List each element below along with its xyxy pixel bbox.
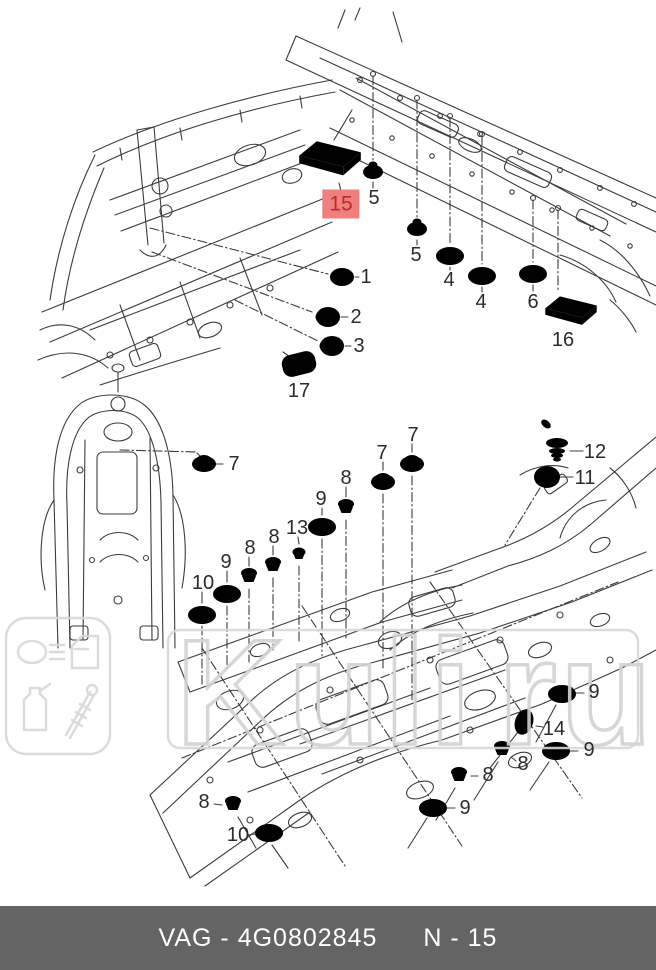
callout-7: 7 [407, 424, 419, 446]
watermark-icon-box [4, 616, 112, 756]
callout-8: 8 [244, 537, 256, 559]
leader-lines [201, 75, 585, 869]
catalog-code: VAG - 4G0802845 [158, 923, 378, 952]
callout-10: 10 [191, 572, 215, 594]
callout-8: 8 [268, 526, 280, 548]
callout-8: 8 [482, 764, 494, 786]
callout-7: 7 [376, 442, 388, 464]
callout-4: 4 [443, 269, 455, 291]
callout-5: 5 [368, 187, 380, 209]
diagram-canvas: Kuli ru [4, 7, 656, 887]
callout-15: 15 [322, 189, 360, 219]
callout-9: 9 [459, 797, 471, 819]
shock-absorber-icon [64, 690, 96, 740]
callout-10: 10 [226, 824, 250, 846]
watermark-text-frame [166, 628, 640, 750]
callout-13: 13 [285, 517, 309, 539]
page-code: N - 15 [423, 923, 498, 952]
callout-6: 6 [527, 291, 539, 313]
headlight-icon [16, 639, 48, 665]
rear-floor-panel-drawing [285, 7, 656, 333]
oil-can-icon [22, 682, 52, 732]
rear-body-section-drawing [37, 79, 360, 386]
callout-2: 2 [350, 306, 362, 328]
callout-14: 14 [542, 718, 566, 740]
callout-1: 1 [360, 266, 372, 288]
watermark-text-right: ru [498, 608, 656, 776]
callout-9: 9 [220, 551, 232, 573]
callout-9: 9 [315, 488, 327, 510]
callout-8: 8 [198, 791, 210, 813]
callout-12: 12 [583, 441, 607, 463]
callout-7: 7 [228, 453, 240, 475]
callout-16: 16 [551, 329, 575, 351]
callout-5: 5 [410, 244, 422, 266]
watermark: Kuli ru [4, 606, 656, 778]
car-door-icon [70, 634, 100, 670]
callout-8: 8 [340, 467, 352, 489]
callout-9: 9 [583, 739, 595, 761]
callout-4: 4 [475, 291, 487, 313]
footer-bar: VAG - 4G0802845 N - 15 [0, 906, 656, 970]
underbody-floor-drawing [149, 436, 656, 887]
bulkhead-panel-drawing [40, 363, 224, 649]
callout-17: 17 [287, 380, 311, 402]
callout-3: 3 [353, 335, 365, 357]
callout-9: 9 [588, 681, 600, 703]
callout-11: 11 [574, 467, 596, 489]
watermark-text-left: Kuli [176, 608, 475, 776]
callout-8: 8 [517, 753, 529, 775]
